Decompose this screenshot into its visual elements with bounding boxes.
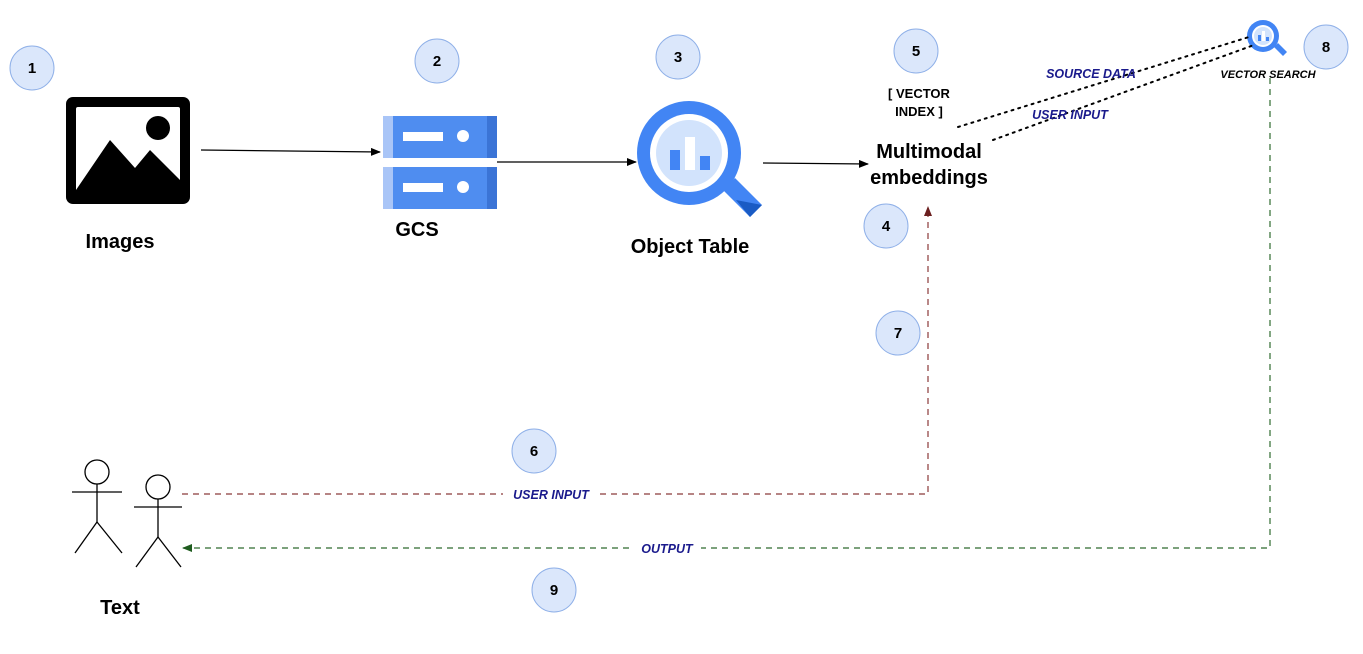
svg-text:6: 6 — [530, 443, 538, 460]
user-input-bottom-label: USER INPUT — [513, 488, 590, 502]
step-badge-6: 6 — [511, 428, 557, 474]
embeddings-label-line2: embeddings — [870, 167, 988, 189]
svg-text:8: 8 — [1322, 39, 1330, 56]
bigquery-icon — [637, 101, 762, 217]
edge-user-input-to-search — [992, 44, 1255, 141]
gcs-label: GCS — [395, 219, 438, 241]
svg-text:1: 1 — [28, 60, 36, 77]
step-badge-9: 9 — [531, 567, 577, 613]
stick-figures-icon — [72, 459, 182, 568]
svg-text:3: 3 — [674, 49, 682, 66]
svg-text:2: 2 — [433, 53, 441, 70]
source-data-label: SOURCE DATA — [1046, 67, 1136, 81]
user-input-top-label: USER INPUT — [1032, 108, 1109, 122]
bigquery-small-icon — [1247, 20, 1287, 56]
vector-search-label: VECTOR SEARCH — [1220, 69, 1316, 81]
image-icon — [66, 97, 190, 204]
embeddings-label-line1: Multimodal — [876, 141, 982, 163]
step-badge-5: 5 — [893, 28, 939, 74]
edge-user-input-to-embeddings — [182, 206, 932, 495]
object-table-label: Object Table — [631, 236, 750, 258]
svg-text:9: 9 — [550, 582, 558, 599]
step-badge-1: 1 — [9, 45, 55, 91]
step-badge-4: 4 — [863, 203, 909, 249]
svg-text:7: 7 — [894, 325, 902, 342]
edge-images-to-gcs — [200, 147, 381, 156]
edge-object-table-to-embeddings — [762, 159, 869, 168]
vector-index-label-line1: [ VECTOR — [888, 86, 950, 101]
step-badge-7: 7 — [875, 310, 921, 356]
step-badge-3: 3 — [655, 34, 701, 80]
svg-text:4: 4 — [882, 218, 891, 235]
output-label: OUTPUT — [641, 542, 694, 556]
edge-output-to-user — [182, 78, 1271, 552]
vector-index-label-line2: INDEX ] — [895, 104, 943, 119]
svg-text:5: 5 — [912, 43, 920, 60]
step-badge-8: 8 — [1303, 24, 1349, 70]
text-label: Text — [100, 597, 140, 619]
step-badge-2: 2 — [414, 38, 460, 84]
images-label: Images — [86, 231, 155, 253]
storage-icon — [383, 116, 497, 209]
edge-source-data — [957, 36, 1250, 128]
